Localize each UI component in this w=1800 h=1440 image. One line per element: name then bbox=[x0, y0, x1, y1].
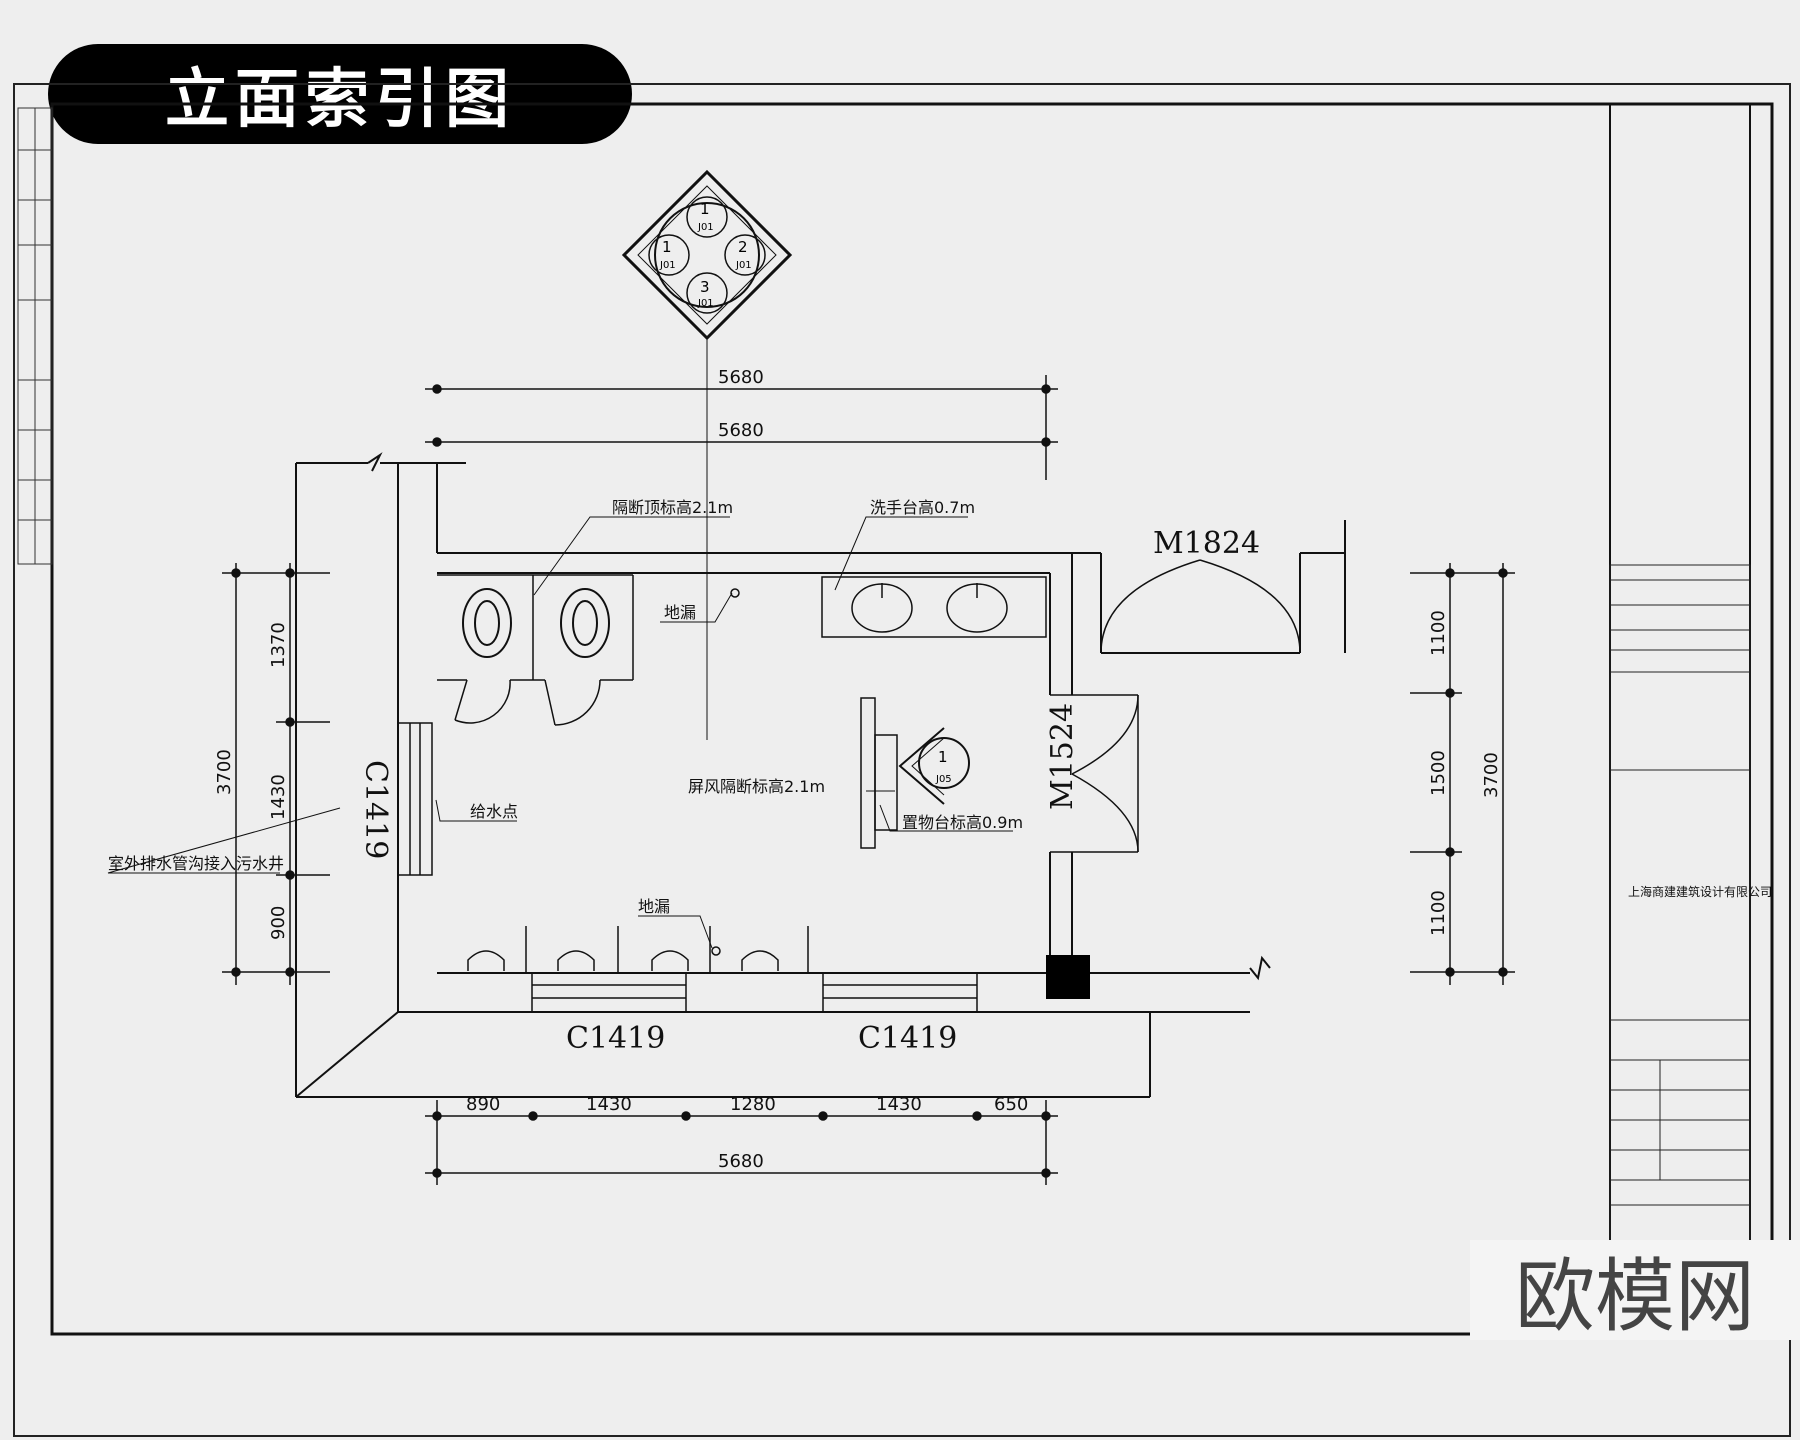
label-partition-top: 隔断顶标高2.1m bbox=[612, 498, 733, 517]
dimension-lines bbox=[222, 375, 1515, 1185]
index-num-2: 2 bbox=[738, 238, 748, 256]
label-floor-drain-2: 地漏 bbox=[638, 897, 670, 916]
dim-top-2: 5680 bbox=[718, 420, 764, 441]
dim-bottom-3: 1280 bbox=[730, 1094, 776, 1115]
index-sheet-3: J01 bbox=[697, 298, 714, 309]
index-num-1: 1 bbox=[700, 200, 710, 218]
sheet-border-outer bbox=[13, 83, 1791, 1437]
label-water-supply: 给水点 bbox=[470, 802, 518, 821]
page-title: 立面索引图 bbox=[48, 44, 632, 144]
elevation-index-symbol bbox=[621, 169, 793, 740]
code-window-bottom-2: C1419 bbox=[858, 1021, 957, 1056]
small-index-symbol bbox=[898, 727, 970, 805]
door-m1824 bbox=[1100, 559, 1301, 654]
index-sheet-2: J01 bbox=[735, 260, 752, 271]
dim-left-3: 900 bbox=[268, 906, 289, 940]
label-shelf: 置物台标高0.9m bbox=[902, 813, 1023, 832]
floor-drain-icon bbox=[730, 588, 740, 598]
label-screen-partition: 屏风隔断标高2.1m bbox=[688, 777, 825, 796]
wash-counter bbox=[821, 576, 1047, 638]
urinals bbox=[467, 926, 809, 973]
dim-bottom-5: 650 bbox=[994, 1094, 1028, 1115]
dim-left-1: 1370 bbox=[268, 622, 289, 668]
squat-toilet-1 bbox=[462, 588, 512, 658]
index-num-4: 1 bbox=[662, 238, 672, 256]
dim-bottom-total: 5680 bbox=[718, 1151, 764, 1172]
small-index-num: 1 bbox=[938, 748, 948, 766]
dim-right-3: 1100 bbox=[1428, 890, 1449, 936]
index-sheet-1: J01 bbox=[697, 222, 714, 233]
company-name: 上海商建建筑设计有限公司 bbox=[1628, 884, 1772, 899]
dim-right-2: 1500 bbox=[1428, 750, 1449, 796]
window-left bbox=[397, 722, 433, 876]
title-block bbox=[1609, 564, 1751, 1326]
column bbox=[1046, 955, 1090, 999]
code-door-main: M1824 bbox=[1153, 526, 1260, 561]
toilet-stalls bbox=[437, 574, 634, 726]
leader-lines bbox=[107, 516, 1013, 949]
code-door-side: M1524 bbox=[1045, 703, 1080, 810]
window-bottom-1 bbox=[531, 972, 687, 1013]
floor-drain-icon-2 bbox=[711, 946, 721, 956]
dim-bottom-2: 1430 bbox=[586, 1094, 632, 1115]
squat-toilet-2 bbox=[560, 588, 610, 658]
screen-partition bbox=[860, 697, 898, 849]
sheet-border-inner bbox=[50, 102, 1774, 1336]
dim-bottom-4: 1430 bbox=[876, 1094, 922, 1115]
dim-left-total: 3700 bbox=[214, 749, 235, 795]
code-window-bottom-1: C1419 bbox=[566, 1021, 665, 1056]
brand-logo: 欧模网 bbox=[1470, 1240, 1800, 1343]
label-outdoor-drain: 室外排水管沟接入污水井 bbox=[108, 854, 284, 873]
small-index-sheet: J05 bbox=[935, 774, 952, 785]
door-m1524 bbox=[1050, 694, 1139, 853]
dim-bottom-1: 890 bbox=[466, 1094, 500, 1115]
dim-right-total: 3700 bbox=[1481, 752, 1502, 798]
label-floor-drain-1: 地漏 bbox=[664, 603, 696, 622]
index-sheet-4: J01 bbox=[659, 260, 676, 271]
dim-left-2: 1430 bbox=[268, 774, 289, 820]
window-bottom-2 bbox=[822, 972, 978, 1013]
label-wash-counter: 洗手台高0.7m bbox=[870, 498, 975, 517]
index-num-3: 3 bbox=[700, 278, 710, 296]
code-window-left: C1419 bbox=[358, 760, 393, 859]
dim-top-1: 5680 bbox=[718, 367, 764, 388]
dim-right-1: 1100 bbox=[1428, 610, 1449, 656]
